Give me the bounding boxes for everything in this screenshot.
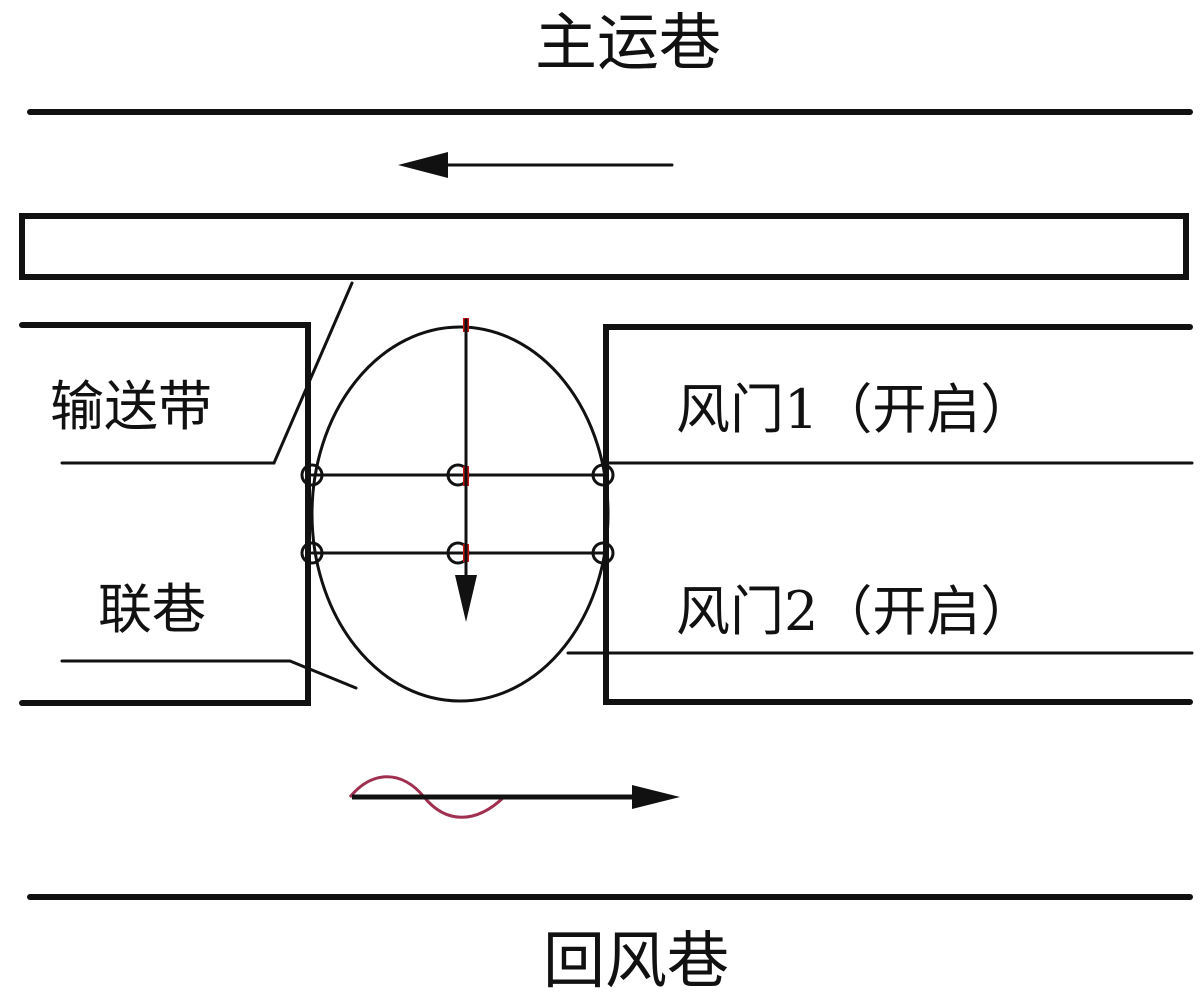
main-transport-roadway-label: 主运巷 bbox=[535, 6, 721, 79]
air-door-1-left-hinge bbox=[300, 463, 324, 487]
air-door-1-right-hinge bbox=[591, 463, 615, 487]
conveyor-belt-label: 输送带 bbox=[50, 375, 212, 438]
connecting-roadway-airflow-arrow bbox=[455, 318, 477, 622]
air-door-2-right-hinge bbox=[591, 541, 615, 565]
conveyor-belt-leader-line bbox=[60, 281, 354, 465]
air-door-2-label: 风门2（开启） bbox=[676, 580, 1034, 643]
right-roadway-upper-wall bbox=[603, 324, 1193, 705]
connecting-roadway-oval bbox=[310, 325, 610, 703]
main-roadway-airflow-arrow bbox=[398, 152, 674, 178]
air-door-1-label: 风门1（开启） bbox=[676, 378, 1034, 441]
left-roadway-upper-wall bbox=[19, 322, 311, 706]
connecting-roadway-leader-line bbox=[60, 659, 358, 690]
return-air-roadway-label: 回风巷 bbox=[543, 924, 729, 997]
return-roadway-airflow-arrow bbox=[352, 785, 680, 809]
air-door-2-left-hinge bbox=[300, 541, 324, 565]
connecting-roadway-label: 联巷 bbox=[98, 578, 206, 641]
conveyor-belt bbox=[19, 213, 1189, 280]
